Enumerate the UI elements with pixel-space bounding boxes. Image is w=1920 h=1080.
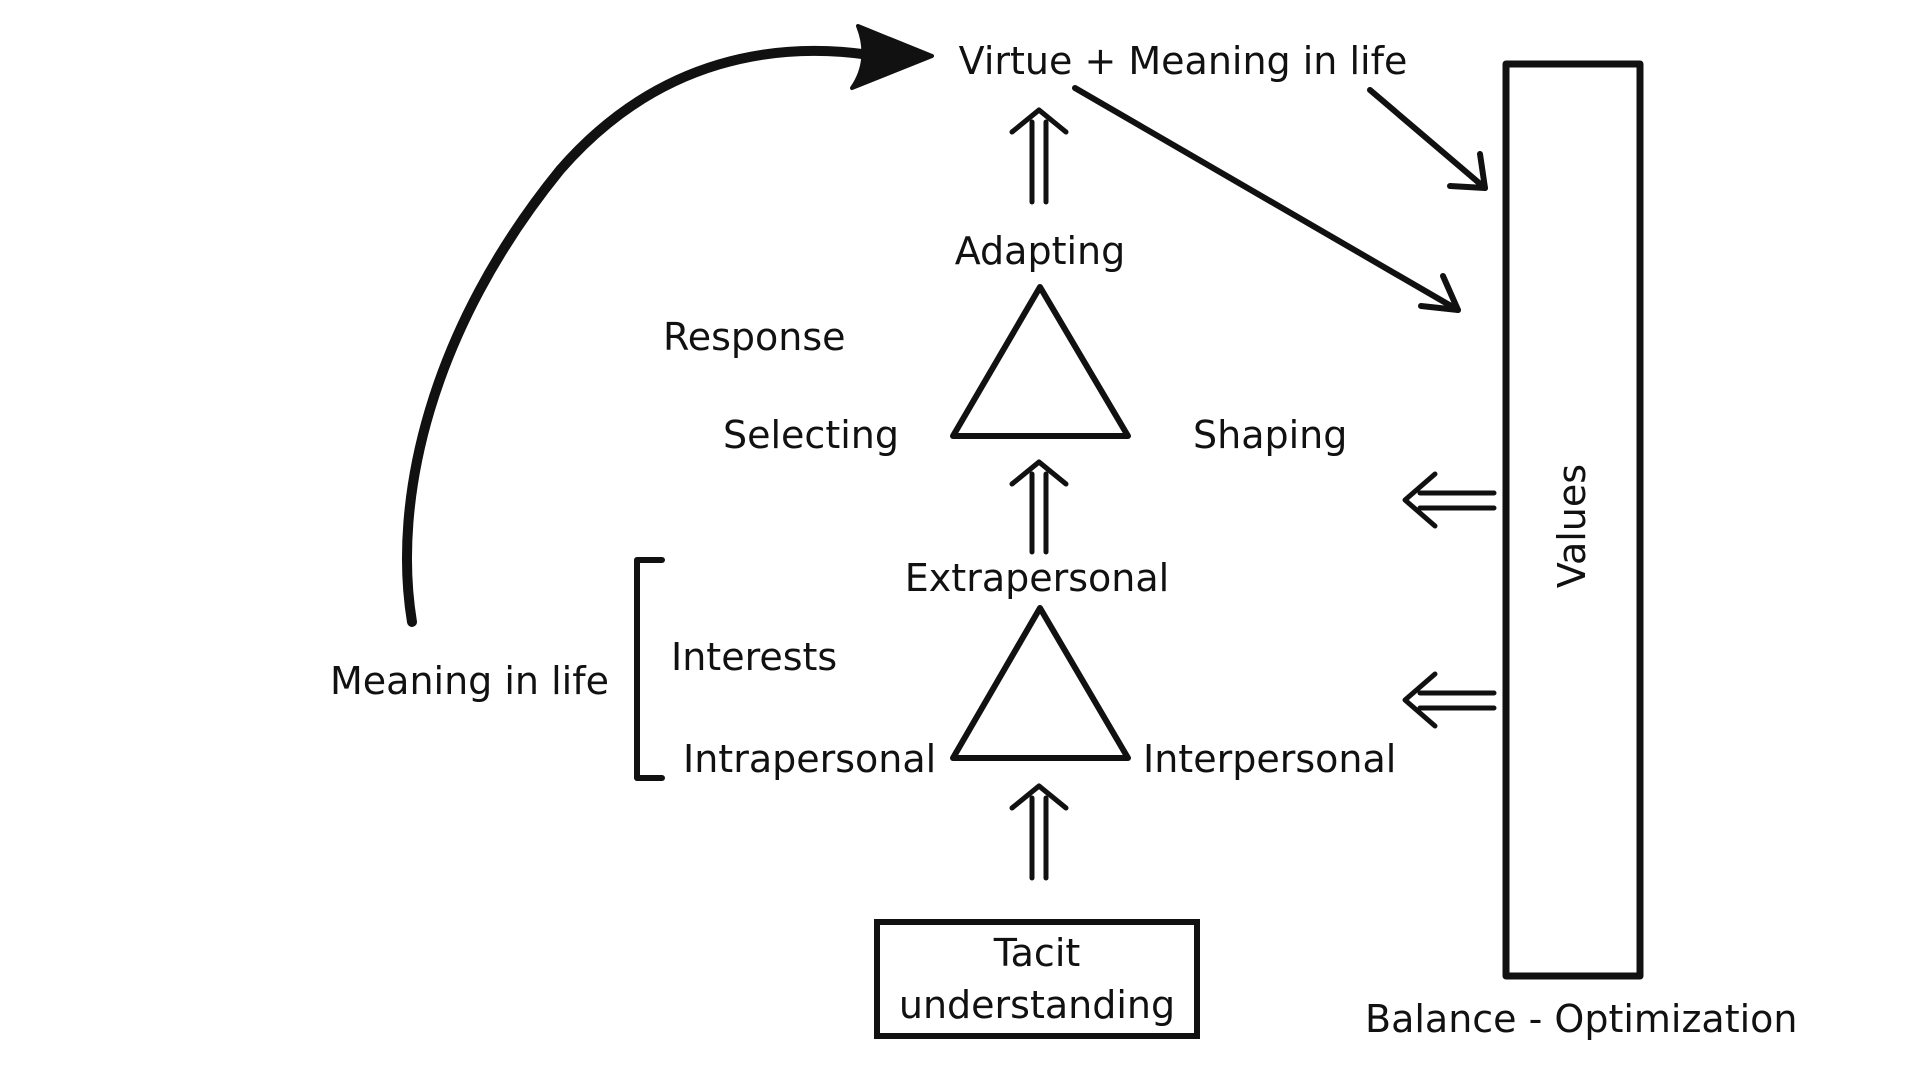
label-virtue-meaning-in-life: Virtue + Meaning in life <box>958 39 1408 83</box>
tacit-line-1: Tacit <box>993 931 1081 975</box>
values-bar <box>1502 60 1644 980</box>
double-arrow-extrapersonal-to-triangle <box>1009 459 1069 555</box>
tacit-line-2: understanding <box>898 983 1176 1027</box>
interests-bracket <box>634 557 665 781</box>
curved-arrow-meaning-to-virtue <box>402 45 875 627</box>
label-shaping: Shaping <box>1193 413 1348 457</box>
label-adapting: Adapting <box>954 229 1126 273</box>
label-response: Response <box>663 315 846 359</box>
arrow-virtue-to-values-short <box>1367 87 1488 191</box>
double-arrow-adapting-to-virtue <box>1009 107 1069 205</box>
double-arrow-values-to-interpersonal <box>1402 671 1497 729</box>
double-arrow-tacit-to-triangle <box>1009 783 1069 881</box>
double-arrow-values-to-shaping <box>1402 471 1497 529</box>
label-selecting: Selecting <box>723 413 899 457</box>
label-values: Values <box>1550 463 1594 589</box>
label-meaning-in-life: Meaning in life <box>330 659 609 703</box>
curved-arrow-head <box>850 24 934 90</box>
arrow-virtue-to-values-long <box>1072 85 1461 313</box>
triangle-adapting-selecting-shaping <box>950 284 1131 439</box>
label-interests: Interests <box>671 635 838 679</box>
triangle-extra-intra-interpersonal <box>950 605 1131 761</box>
tacit-understanding-box: Tacit understanding <box>874 919 1200 1039</box>
label-intrapersonal: Intrapersonal <box>683 737 937 781</box>
label-extrapersonal: Extrapersonal <box>904 556 1170 600</box>
label-interpersonal: Interpersonal <box>1143 737 1397 781</box>
label-balance-optimization: Balance - Optimization <box>1365 997 1798 1041</box>
